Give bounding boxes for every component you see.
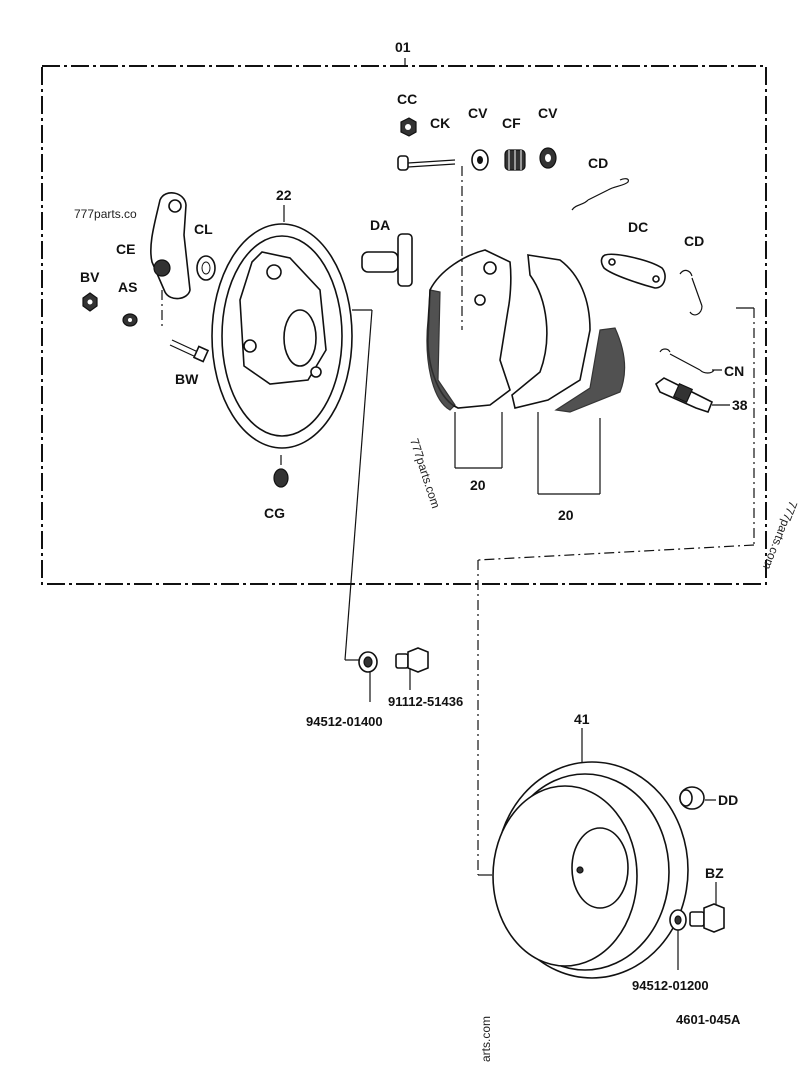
bz-bolt[interactable] (689, 903, 725, 933)
label-washer-part: 94512-01400 (306, 714, 383, 729)
shoe-a-bracket (454, 412, 503, 469)
brake-shoe-b[interactable] (511, 254, 626, 413)
label-drum-washer-part: 94512-01200 (632, 978, 709, 993)
label-cd-2: CD (684, 233, 704, 249)
part-labels: 01 CC CK CV CF CV CD DC CD CE CL BV AS B… (80, 39, 748, 1027)
cd-spring-1[interactable] (571, 178, 629, 211)
brake-shoe-a[interactable] (426, 166, 512, 411)
bv-nut[interactable] (82, 292, 98, 312)
label-cg: CG (264, 505, 285, 521)
dc-link[interactable] (600, 253, 666, 289)
cc-nut[interactable] (400, 117, 417, 137)
label-cd-1: CD (588, 155, 608, 171)
cl-washer[interactable] (196, 255, 216, 281)
cv-washer-2[interactable] (539, 147, 557, 169)
label-cc: CC (397, 91, 417, 107)
label-cv-2: CV (538, 105, 558, 121)
assembly-frame (41, 58, 767, 585)
label-bolt-part: 91112-51436 (388, 694, 463, 709)
da-cam[interactable] (361, 233, 413, 287)
label-assembly: 01 (395, 39, 411, 55)
label-ck: CK (430, 115, 450, 131)
label-diagram-code: 4601-045A (676, 1012, 741, 1027)
label-shoe-a: 20 (470, 477, 486, 493)
label-cf: CF (502, 115, 521, 131)
label-bz: BZ (705, 865, 724, 881)
as-washer[interactable] (122, 313, 138, 327)
cf-spring[interactable] (504, 149, 526, 171)
shoe-b-bracket (537, 412, 601, 495)
cg-plug[interactable] (273, 455, 289, 488)
label-backing-plate: 22 (276, 187, 292, 203)
label-cn: CN (724, 363, 744, 379)
backing-plate[interactable] (211, 205, 353, 449)
ck-pin[interactable] (397, 155, 456, 171)
leader-lines (344, 307, 755, 970)
label-adjuster: 38 (732, 397, 748, 413)
cn-spring[interactable] (659, 348, 715, 374)
label-ce: CE (116, 241, 135, 257)
washer-94512-01400[interactable] (358, 651, 378, 673)
adjuster-assembly[interactable] (654, 377, 714, 413)
label-dd: DD (718, 792, 738, 808)
washer-94512-01200[interactable] (669, 909, 687, 931)
label-cv-1: CV (468, 105, 488, 121)
cv-washer-1[interactable] (471, 149, 489, 171)
watermark-bottom: arts.com (479, 1016, 493, 1062)
brake-drum[interactable] (492, 761, 689, 979)
label-shoe-b: 20 (558, 507, 574, 523)
dd-hub-nut[interactable] (679, 786, 705, 810)
bw-bolt[interactable] (169, 339, 210, 363)
ce-lever[interactable] (150, 192, 191, 330)
label-bw: BW (175, 371, 199, 387)
label-da: DA (370, 217, 390, 233)
label-cl: CL (194, 221, 213, 237)
watermark-top-left: 777parts.co (74, 207, 137, 221)
watermark-middle: 777parts.com (407, 437, 443, 510)
label-as: AS (118, 279, 137, 295)
cd-spring-2[interactable] (679, 269, 703, 316)
label-dc: DC (628, 219, 648, 235)
label-bv: BV (80, 269, 100, 285)
bolt-91112-51436[interactable] (395, 647, 429, 673)
label-drum: 41 (574, 711, 590, 727)
